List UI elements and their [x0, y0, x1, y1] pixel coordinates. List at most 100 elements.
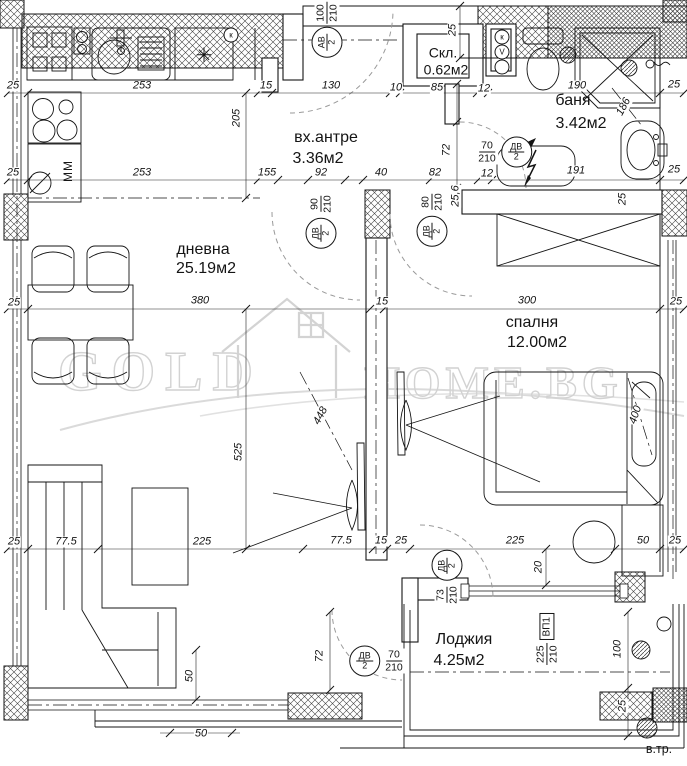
- shaft-circle-sewer: к: [494, 29, 510, 45]
- dishwasher: [27, 143, 82, 203]
- door-num: 2: [362, 660, 368, 671]
- room-label-hall: вх.антре: [294, 129, 358, 146]
- door-height: 210: [321, 195, 334, 213]
- kitchen-sink: [91, 27, 171, 81]
- room-area-bath: 3.42м2: [555, 115, 607, 132]
- dim-label: 50: [193, 727, 209, 740]
- dim-label: 25: [668, 295, 684, 308]
- watermark-house-icon: [221, 297, 351, 398]
- tv-stand: [131, 487, 189, 586]
- kitchen-vent-circle: к: [223, 27, 239, 43]
- window-tag-vp1: 225 210 ВП1: [534, 613, 560, 665]
- door-size: 100 210: [314, 2, 340, 24]
- dim-label: 25: [446, 22, 459, 38]
- room-area-loggia: 4.25м2: [433, 652, 485, 669]
- door-tag-bedroom: ДВ 2 80 210: [416, 191, 448, 247]
- dim-label: 525: [232, 441, 245, 463]
- watermark-gold: GOLD: [58, 341, 263, 403]
- door-tag-circle: ДВ 2: [431, 550, 463, 582]
- door-num: 2: [431, 228, 442, 234]
- dim-label: 100: [611, 638, 624, 660]
- window-size: 225 210: [534, 643, 560, 665]
- watermark-graphics: GOLD HOME.BG: [57, 297, 685, 431]
- door-num: 2: [320, 230, 331, 236]
- room-label-storage: Скл.: [428, 44, 458, 61]
- note-bottom-right: в.тр.: [645, 742, 673, 756]
- dim-label: 25: [393, 534, 409, 547]
- chair: [31, 245, 75, 293]
- dimension-lines: [8, 6, 684, 736]
- room-label-living: дневна: [176, 241, 230, 258]
- room-area-bedroom: 12.00м2: [507, 334, 567, 351]
- dishwasher-label: ММ: [61, 160, 75, 182]
- entrance-door-arc: [289, 9, 394, 114]
- interior-walls: [261, 13, 663, 643]
- living-tv: [232, 442, 366, 554]
- dim-label: 25: [5, 79, 21, 92]
- dim-label: 253: [131, 166, 153, 179]
- door-height: 210: [478, 152, 496, 165]
- window-label: ВП1: [539, 613, 555, 641]
- dim-label: 92: [313, 166, 329, 179]
- kitchen-vent-label: к: [229, 30, 233, 39]
- door-width: 90: [308, 196, 322, 212]
- bath-sink: [620, 120, 668, 180]
- door-tag-circle: ДВ 2: [349, 645, 381, 677]
- chair: [86, 245, 130, 293]
- dim-label: 25: [666, 163, 682, 176]
- room-area-living: 25.19м2: [176, 260, 236, 277]
- dim-label: 15: [373, 534, 389, 547]
- door-code: ДВ: [508, 141, 525, 153]
- dim-label: 20: [532, 559, 545, 575]
- dim-label: 25: [666, 78, 682, 91]
- dim-label: 72: [313, 648, 326, 664]
- dim-label: 40: [373, 166, 389, 179]
- watermark-home: HOME.BG: [364, 357, 623, 408]
- stove: [27, 91, 82, 144]
- bedside-table: [621, 504, 664, 577]
- door-tag-living-loggia: ДВ 2 70 210: [349, 645, 405, 677]
- dim-label: 25: [616, 191, 629, 207]
- window-height: 210: [547, 645, 560, 663]
- dim-label: 205: [230, 107, 243, 129]
- door-num: 2: [326, 39, 337, 45]
- door-tag-bath: 70 210 ДВ 2: [476, 136, 532, 168]
- door-size: 80 210: [419, 191, 445, 213]
- chair: [86, 337, 130, 385]
- dim-label: 77.5: [329, 534, 353, 547]
- room-label-bedroom: спалня: [505, 314, 559, 331]
- door-tag-entrance: АВ 2 100 210: [311, 2, 343, 58]
- bath-door-arc: [459, 121, 527, 189]
- dim-label: 82: [427, 166, 443, 179]
- dim-label: 10: [388, 81, 404, 94]
- dim-label: 225: [191, 535, 213, 548]
- dim-label: 191: [565, 164, 587, 177]
- shaft-circle-empty: [494, 59, 510, 75]
- dining-set: [27, 245, 134, 385]
- dim-label: 50: [183, 668, 196, 684]
- shaft-circle-vent: V: [494, 44, 510, 60]
- door-width: 70: [479, 139, 495, 153]
- room-label-bath: баня: [555, 92, 591, 109]
- hall-living-door-arc: [271, 211, 361, 301]
- dim-label: 12: [479, 167, 495, 180]
- dim-label: 155: [256, 166, 278, 179]
- door-tag-hall-living: ДВ 2 90 210: [305, 193, 337, 249]
- door-tag-circle: АВ 2: [311, 26, 343, 58]
- dim-label: 25: [6, 296, 22, 309]
- door-height: 210: [447, 586, 460, 604]
- shaft-vent-label: V: [499, 47, 505, 56]
- dim-label: 25: [616, 698, 629, 714]
- dim-label: 25: [5, 166, 21, 179]
- door-size: 70 210: [383, 648, 405, 674]
- door-tag-bedroom-loggia: 73 210 ДВ 2: [431, 550, 463, 606]
- toilet: [522, 27, 577, 91]
- dim-label: 130: [320, 79, 342, 92]
- door-tag-circle: ДВ 2: [416, 215, 448, 247]
- room-label-loggia: Лоджия: [435, 631, 493, 648]
- window-width: 225: [534, 643, 548, 665]
- dim-label: 77.5: [54, 535, 78, 548]
- dim-label: 190: [566, 79, 588, 92]
- dim-label: 380: [189, 294, 211, 307]
